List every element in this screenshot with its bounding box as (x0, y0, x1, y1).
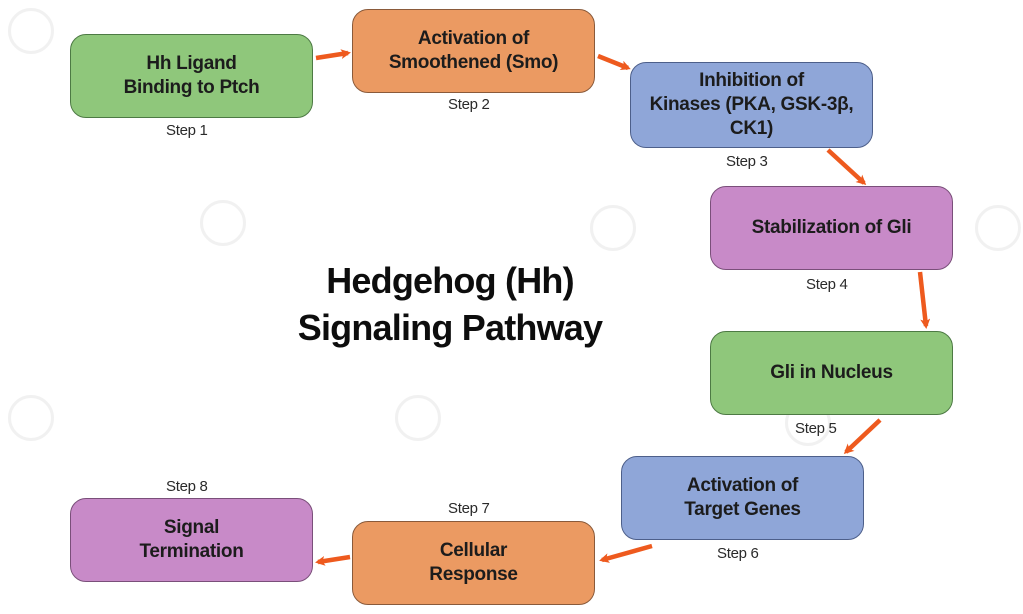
step-6-text: Activation of Target Genes (684, 474, 801, 520)
step-7-text: Cellular Response (429, 539, 518, 585)
step-5-label: Step 5 (795, 420, 837, 437)
step-2-text: Activation of Smoothened (Smo) (388, 27, 559, 73)
step-3-box: Inhibition of Kinases (PKA, GSK-3β, CK1) (630, 62, 873, 148)
arrow-step-5-to-step-6 (843, 418, 882, 455)
step-8-box: Signal Termination (70, 498, 313, 582)
step-5-text: Gli in Nucleus (770, 361, 893, 383)
watermark-mark (590, 205, 636, 251)
arrow-step-6-to-step-7 (599, 543, 653, 563)
watermark-mark (200, 200, 246, 246)
step-6-box: Activation of Target Genes (621, 456, 864, 540)
arrow-step-4-to-step-5 (917, 271, 931, 329)
step-8-label: Step 8 (166, 478, 208, 495)
step-5-box: Gli in Nucleus (710, 331, 953, 415)
watermark-mark (975, 205, 1021, 251)
step-4-text: Stabilization of Gli (751, 216, 912, 238)
step-1-box: Hh Ligand Binding to Ptch (70, 34, 313, 118)
watermark-mark (395, 395, 441, 441)
step-7-box: Cellular Response (352, 521, 595, 605)
step-1-label: Step 1 (166, 122, 208, 139)
step-3-label: Step 3 (726, 153, 768, 170)
step-6-label: Step 6 (717, 545, 759, 562)
arrow-step-2-to-step-3 (597, 53, 631, 71)
step-2-label: Step 2 (448, 96, 490, 113)
step-4-label: Step 4 (806, 276, 848, 293)
step-4-box: Stabilization of Gli (710, 186, 953, 270)
step-2-box: Activation of Smoothened (Smo) (352, 9, 595, 93)
arrow-step-3-to-step-4 (826, 148, 867, 186)
diagram-title: Hedgehog (Hh) Signaling Pathway (297, 260, 603, 348)
step-1-text: Hh Ligand Binding to Ptch (123, 52, 260, 98)
watermark-mark (8, 395, 54, 441)
step-3-text: Inhibition of Kinases (PKA, GSK-3β, CK1) (649, 69, 854, 140)
arrow-step-7-to-step-8 (315, 554, 351, 566)
arrow-step-1-to-step-2 (315, 49, 351, 61)
watermark-mark (8, 8, 54, 54)
step-7-label: Step 7 (448, 500, 490, 517)
step-8-text: Signal Termination (139, 516, 244, 562)
